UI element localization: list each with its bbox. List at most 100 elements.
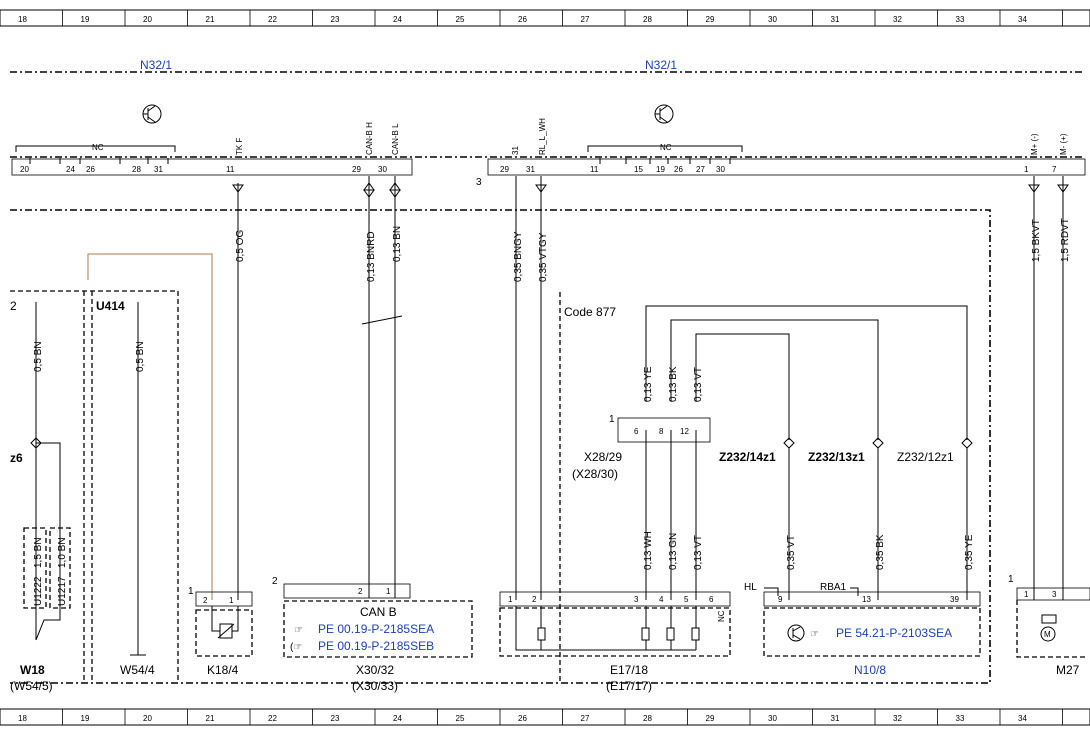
- wire-label: 1,5 BKVT: [1031, 219, 1042, 262]
- pin-label: M+ (-): [1030, 133, 1039, 155]
- connector-bar-left: [11, 158, 413, 176]
- pin-label: TK F: [235, 138, 244, 155]
- connector-x28-alt: (X28/30): [572, 467, 618, 481]
- connector-number: 2: [272, 576, 278, 587]
- arrow-icon: [1028, 184, 1069, 193]
- pin-number: 11: [226, 165, 235, 174]
- component-label: M27: [1056, 663, 1080, 677]
- pin-number: 13: [862, 595, 871, 604]
- wire-label: 0,13 BN: [392, 226, 403, 262]
- ruler-column-number: 30: [768, 15, 777, 24]
- pin-number: 28: [132, 165, 141, 174]
- ruler-column-number: 20: [143, 714, 152, 723]
- ruler-column-number: 21: [206, 15, 215, 24]
- code-label: Code 877: [564, 305, 616, 319]
- pin-number: 39: [950, 595, 959, 604]
- pin-number: 3: [634, 595, 639, 604]
- ruler-column-number: 18: [18, 714, 27, 723]
- wire-label: 1,5 RDVT: [1060, 218, 1071, 262]
- component-label: X30/32: [356, 663, 394, 677]
- ruler-column-number: 24: [393, 714, 402, 723]
- connector-bar-right: [487, 158, 1086, 176]
- wire-label: 0,35 YE: [964, 534, 975, 570]
- wire-label: 0,5 BN: [135, 341, 146, 372]
- ruler-column-number: 24: [393, 15, 402, 24]
- wire-label: 0,35 VT: [786, 535, 797, 570]
- pin-number: 4: [659, 595, 664, 604]
- ruler-column-number: 25: [456, 714, 465, 723]
- ruler-column-number: 21: [206, 714, 215, 723]
- pin-number: 5: [684, 595, 689, 604]
- ruler-column-number: 28: [643, 15, 652, 24]
- ruler-column-number: 19: [81, 15, 90, 24]
- splice-label: Z232/13z1: [808, 450, 865, 464]
- unit-label-left: N32/1: [140, 58, 172, 72]
- module-frame: [10, 209, 991, 684]
- pin-number: 29: [352, 165, 361, 174]
- connector-number: 1: [188, 586, 194, 597]
- pin-number: 1: [229, 596, 234, 605]
- grid-ruler-top: [0, 9, 1090, 27]
- pin-number: 26: [674, 165, 683, 174]
- pin-number: 30: [716, 165, 725, 174]
- nc-label-right: NC: [660, 143, 672, 152]
- u414-label: U414: [96, 299, 125, 313]
- pin-number: 27: [696, 165, 705, 174]
- component-label: W54/4: [120, 663, 155, 677]
- ruler-column-number: 25: [456, 15, 465, 24]
- u1217-label: U1217: [57, 576, 68, 606]
- nc-bracket-right: [587, 145, 743, 152]
- hl-label: HL: [744, 582, 757, 593]
- svg-text:M: M: [1044, 630, 1051, 639]
- lamp-e17-box: [499, 607, 731, 657]
- ruler-column-number: 22: [268, 15, 277, 24]
- ruler-column-number: 26: [518, 714, 527, 723]
- component-label: E17/18: [610, 663, 648, 677]
- ruler-column-number: 31: [831, 15, 840, 24]
- pin-label: RL_L_WH: [538, 118, 547, 155]
- pin-label: CAN-B H: [365, 122, 374, 155]
- pin-number: 31: [154, 165, 163, 174]
- pin-number: 12: [680, 427, 689, 436]
- arrow-icon: [232, 184, 244, 193]
- wire-label: 0,13 YE: [643, 366, 654, 402]
- ruler-column-number: 19: [81, 714, 90, 723]
- wire-label: 0,13 BNRD: [366, 231, 377, 282]
- ruler-column-number: 29: [706, 714, 715, 723]
- wire-label: 1,5 BN: [33, 537, 44, 568]
- pin-number: 11: [590, 165, 599, 174]
- component-alt-label: (X30/33): [352, 679, 398, 693]
- ruler-column-number: 33: [956, 714, 965, 723]
- pin-number: 30: [378, 165, 387, 174]
- pin-prefix: 3: [476, 177, 482, 188]
- nc-label-left: NC: [92, 143, 104, 152]
- reference-link[interactable]: PE 54.21-P-2103SEA: [836, 626, 952, 640]
- wire-label: 0,13 BK: [668, 366, 679, 402]
- pin-number: 15: [634, 165, 643, 174]
- nc-bracket-left: [15, 145, 176, 152]
- pin-number: 1: [508, 595, 513, 604]
- hand-pointer-icon: ☞: [294, 625, 303, 636]
- twist-mark: [361, 315, 403, 325]
- component-label: N10/8: [854, 663, 886, 677]
- reference-link[interactable]: PE 00.19-P-2185SEA: [318, 622, 434, 636]
- splice-label: Z232/12z1: [897, 450, 954, 464]
- ruler-column-number: 32: [893, 15, 902, 24]
- connector-x28-name: X28/29: [584, 450, 622, 464]
- ruler-column-number: 31: [831, 714, 840, 723]
- ruler-column-number: 22: [268, 714, 277, 723]
- hand-pointer-icon: ☞: [810, 629, 819, 640]
- ruler-column-number: 34: [1018, 714, 1027, 723]
- pin-number: 6: [634, 427, 639, 436]
- ruler-column-number: 29: [706, 15, 715, 24]
- connector-pin1: 1: [609, 414, 615, 425]
- pin-number: 1: [386, 587, 391, 596]
- pin-number: 2: [358, 587, 363, 596]
- ruler-column-number: 23: [331, 15, 340, 24]
- wire-label: 0,35 BK: [875, 534, 886, 570]
- reference-link[interactable]: PE 00.19-P-2185SEB: [318, 639, 434, 653]
- transistor-icon: [142, 104, 162, 124]
- pin-number: 6: [709, 595, 714, 604]
- component-label: K18/4: [207, 663, 239, 677]
